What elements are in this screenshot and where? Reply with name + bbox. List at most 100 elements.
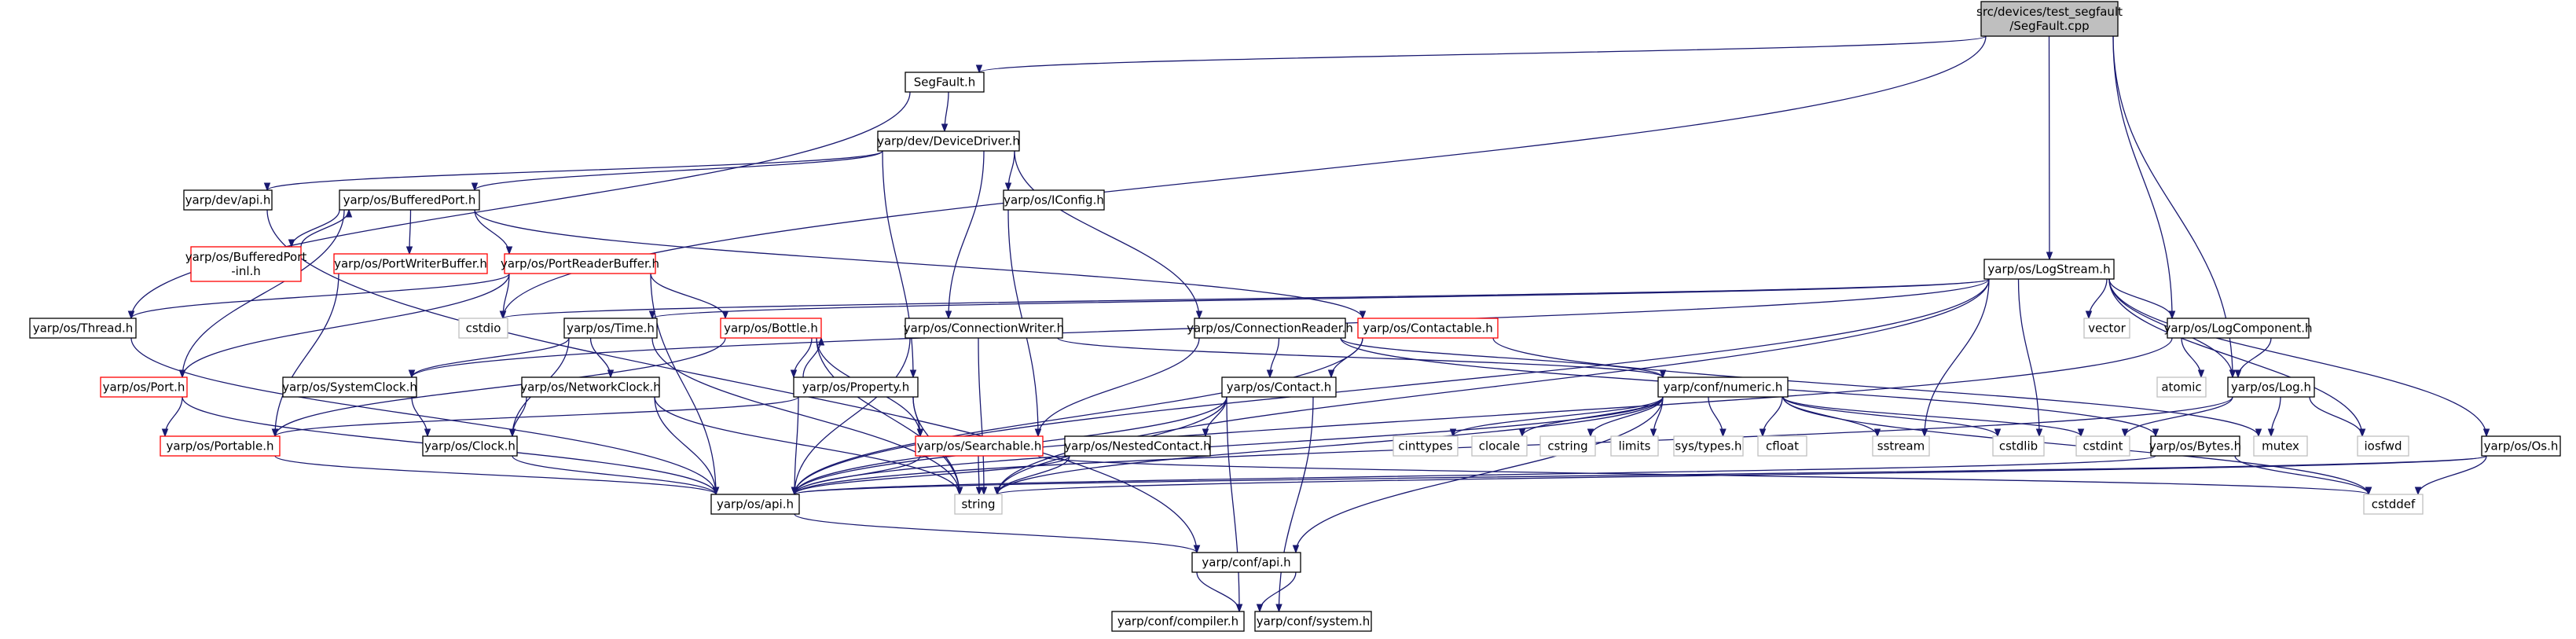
arrowhead-icon	[2046, 252, 2053, 261]
node-box	[954, 494, 1003, 515]
arrowhead-icon	[505, 246, 513, 255]
node-bufferedport_inl[interactable]: yarp/os/BufferedPort-inl.h	[185, 246, 307, 282]
node-box	[720, 318, 822, 339]
node-label: yarp/os/ConnectionReader.h	[1187, 321, 1353, 336]
edge-logstream-to-sstream	[1921, 278, 1990, 438]
node-label: cstdio	[466, 321, 501, 336]
node-box	[1064, 435, 1211, 457]
node-box	[563, 318, 658, 339]
node-devicedriver[interactable]: yarp/dev/DeviceDriver.h	[877, 130, 1020, 152]
node-label: sstream	[1877, 439, 1925, 454]
node-iconfig[interactable]: yarp/os/IConfig.h	[1003, 189, 1105, 211]
edge-line	[1014, 150, 1200, 319]
node-log[interactable]: yarp/os/Log.h	[2227, 376, 2315, 398]
node-connectionreader[interactable]: yarp/os/ConnectionReader.h	[1187, 318, 1353, 339]
node-root[interactable]: src/devices/test_segfault/SegFault.cpp	[1976, 1, 2123, 37]
arrowhead-icon	[1202, 428, 1209, 438]
node-conf_compiler[interactable]: yarp/conf/compiler.h	[1111, 611, 1245, 632]
node-os_h[interactable]: yarp/os/Os.h	[2481, 435, 2561, 457]
edge-line	[794, 337, 911, 495]
edge-line	[794, 455, 2156, 495]
edge-line	[882, 150, 914, 378]
arrowhead-icon	[424, 428, 431, 438]
node-mutex: mutex	[2253, 435, 2308, 457]
node-label: yarp/os/LogStream.h	[1987, 263, 2110, 277]
arrowhead-icon	[2267, 428, 2275, 438]
node-clock[interactable]: yarp/os/Clock.h	[422, 435, 518, 457]
node-label: yarp/os/ConnectionWriter.h	[904, 321, 1064, 336]
node-segfault_h[interactable]: SegFault.h	[905, 72, 985, 93]
edge-log-to-mutex	[2267, 396, 2281, 438]
node-numeric[interactable]: yarp/conf/numeric.h	[1657, 376, 1789, 398]
node-dev_api[interactable]: yarp/dev/api.h	[183, 189, 273, 211]
node-searchable[interactable]: yarp/os/Searchable.h	[915, 435, 1044, 457]
edge-property-to-os_api	[791, 396, 799, 496]
edge-bufferedport_inl-to-bufferedport	[300, 208, 353, 248]
node-label: yarp/os/NetworkClock.h	[520, 380, 661, 395]
node-label: cstring	[1547, 439, 1587, 454]
arrowhead-icon	[471, 182, 479, 192]
node-contactable[interactable]: yarp/os/Contactable.h	[1357, 318, 1499, 339]
edge-searchable-to-string	[975, 455, 983, 496]
node-portable[interactable]: yarp/os/Portable.h	[160, 435, 281, 457]
edge-connectionreader-to-contact	[1266, 337, 1280, 379]
edge-numeric-to-cstdint	[1782, 396, 2085, 438]
node-box	[1471, 435, 1528, 457]
node-systemclock[interactable]: yarp/os/SystemClock.h	[282, 376, 417, 398]
arrowhead-icon	[1359, 310, 1367, 320]
node-conf_system[interactable]: yarp/conf/system.h	[1254, 611, 1372, 632]
node-thread[interactable]: yarp/os/Thread.h	[29, 318, 137, 339]
node-cstdint: cstdint	[2075, 435, 2130, 457]
node-box	[2083, 318, 2130, 339]
node-property[interactable]: yarp/os/Property.h	[793, 376, 919, 398]
node-box	[1357, 318, 1499, 339]
arrowhead-icon	[2121, 428, 2129, 438]
arrowhead-icon	[1327, 369, 1335, 379]
node-label: -inl.h	[231, 264, 261, 278]
node-bufferedport[interactable]: yarp/os/BufferedPort.h	[339, 189, 480, 211]
node-os_api[interactable]: yarp/os/api.h	[710, 494, 800, 515]
edge-numeric-to-sstream	[1782, 396, 1881, 438]
node-cstring: cstring	[1539, 435, 1596, 457]
arrowhead-icon	[1256, 604, 1264, 613]
edge-log-to-iosfwd	[2309, 396, 2366, 438]
edge-os_api-to-conf_api	[794, 513, 1201, 554]
node-box	[160, 435, 281, 457]
node-logstream[interactable]: yarp/os/LogStream.h	[1983, 259, 2115, 280]
arrowhead-icon	[508, 428, 516, 438]
edge-line	[1782, 396, 1998, 437]
edge-conf_api-to-conf_compiler	[1196, 571, 1243, 613]
edge-portable-to-os_api	[274, 455, 720, 496]
edge-line	[502, 35, 1987, 319]
arrowhead-icon	[127, 310, 135, 320]
arrowhead-icon	[1587, 428, 1594, 438]
node-box	[183, 189, 273, 211]
node-logcomponent[interactable]: yarp/os/LogComponent.h	[2163, 318, 2313, 339]
node-networkclock[interactable]: yarp/os/NetworkClock.h	[520, 376, 661, 398]
node-time[interactable]: yarp/os/Time.h	[563, 318, 658, 339]
node-bytes[interactable]: yarp/os/Bytes.h	[2149, 435, 2241, 457]
arrowhead-icon	[1193, 545, 1201, 554]
edge-line	[1782, 396, 2082, 437]
node-portreaderbuffer[interactable]: yarp/os/PortReaderBuffer.h	[501, 253, 659, 274]
edge-line	[978, 35, 1987, 73]
node-iosfwd: iosfwd	[2357, 435, 2409, 457]
node-label: iosfwd	[2365, 439, 2402, 454]
node-box	[2156, 376, 2207, 398]
node-conf_api[interactable]: yarp/conf/api.h	[1191, 552, 1301, 573]
node-label: yarp/dev/api.h	[185, 193, 271, 207]
arrowhead-icon	[790, 369, 798, 379]
arrowhead-icon	[2085, 310, 2093, 320]
node-box	[29, 318, 137, 339]
node-connectionwriter[interactable]: yarp/os/ConnectionWriter.h	[904, 318, 1064, 339]
node-box	[2167, 318, 2310, 339]
edge-contact-to-nestedcontact	[1202, 396, 1227, 438]
node-portwriterbuffer[interactable]: yarp/os/PortWriterBuffer.h	[333, 253, 488, 274]
node-bottle[interactable]: yarp/os/Bottle.h	[720, 318, 822, 339]
arrowhead-icon	[1235, 604, 1243, 613]
node-port[interactable]: yarp/os/Port.h	[100, 376, 188, 398]
arrowhead-icon	[408, 369, 416, 379]
node-nestedcontact[interactable]: yarp/os/NestedContact.h	[1064, 435, 1211, 457]
node-contact[interactable]: yarp/os/Contact.h	[1221, 376, 1337, 398]
node-label: yarp/os/Property.h	[802, 380, 909, 395]
